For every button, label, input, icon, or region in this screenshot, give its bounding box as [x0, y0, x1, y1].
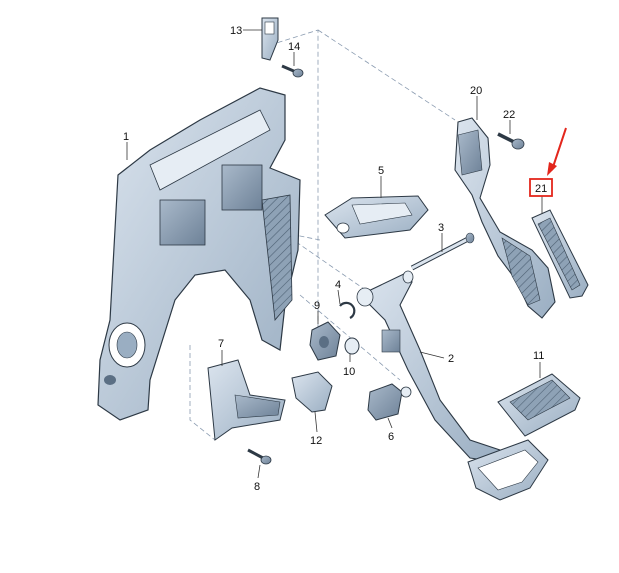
- switch-block-part: [367, 383, 412, 421]
- holder-plate-part: [261, 17, 279, 61]
- pedal-pad-part: [497, 373, 581, 437]
- connector-12-part: [291, 371, 333, 413]
- bushing-part: [309, 321, 341, 361]
- label-part-2: 2: [448, 353, 454, 365]
- label-part-5: 5: [378, 165, 384, 177]
- label-part-6: 6: [388, 431, 394, 443]
- red-arrow-head-icon: [547, 162, 557, 176]
- accelerator-pedal-part: [454, 117, 556, 319]
- mount-bracket-part: [207, 359, 286, 441]
- accelerator-pad-part: [531, 209, 589, 299]
- label-part-11: 11: [533, 350, 544, 362]
- brake-pedal-part: [356, 270, 549, 501]
- label-part-1: 1: [123, 131, 129, 143]
- leader-lines: [126, 29, 543, 479]
- label-part-9: 9: [314, 300, 320, 312]
- red-arrow: [551, 127, 567, 171]
- bolt-22-part: [497, 132, 525, 150]
- screw-8-part: [247, 448, 272, 465]
- label-part-12: 12: [310, 435, 322, 447]
- label-part-22: 22: [503, 109, 515, 121]
- highlight-markers: [529, 127, 567, 197]
- label-part-4: 4: [335, 279, 341, 291]
- pedal-bracket-part: [97, 87, 301, 421]
- label-part-7: 7: [218, 338, 224, 350]
- clip-part: [339, 301, 356, 319]
- brake-switch-part: [324, 195, 429, 239]
- cap-part: [344, 337, 360, 355]
- label-part-13: 13: [230, 25, 242, 37]
- label-part-8: 8: [254, 481, 260, 493]
- label-part-21: 21: [535, 183, 547, 195]
- part-labels: 1 13 14 5 3 4 9 10 7 8 12 6 2 11 20 22 2…: [123, 25, 547, 493]
- label-part-14: 14: [288, 41, 300, 53]
- red-highlight-box: [529, 178, 553, 197]
- label-part-10: 10: [343, 366, 355, 378]
- label-part-3: 3: [438, 222, 444, 234]
- shaft-part: [410, 232, 475, 271]
- label-part-20: 20: [470, 85, 482, 97]
- bolt-14-part: [281, 64, 304, 78]
